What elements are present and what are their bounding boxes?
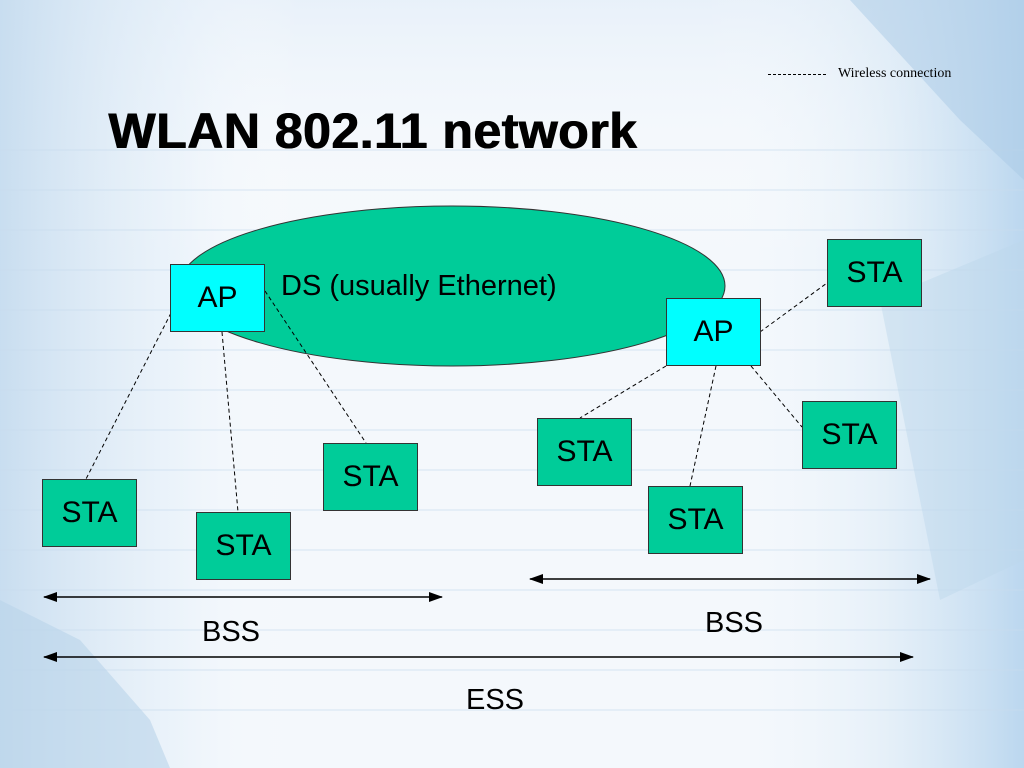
station-7: STA — [648, 486, 743, 554]
sta-label: STA — [342, 460, 399, 493]
sta-label: STA — [667, 503, 724, 536]
wireless-link — [221, 331, 239, 513]
wireless-link — [759, 282, 828, 333]
legend-label: Wireless connection — [838, 66, 952, 81]
sta-label: STA — [821, 418, 878, 451]
ess-label: ESS — [466, 684, 525, 716]
wireless-link — [85, 312, 172, 480]
sta-label: STA — [61, 496, 118, 529]
dashed-line-legend-swatch — [768, 73, 826, 75]
wireless-link — [579, 365, 667, 419]
wireless-link — [689, 365, 717, 487]
access-point-1: AP — [170, 264, 265, 332]
station-2: STA — [196, 512, 291, 580]
wireless-link — [750, 365, 803, 428]
station-5: STA — [537, 418, 632, 486]
station-4: STA — [827, 239, 922, 307]
bss-right-label: BSS — [705, 607, 764, 639]
station-6: STA — [802, 401, 897, 469]
station-3: STA — [323, 443, 418, 511]
ap-label: AP — [693, 315, 734, 348]
access-point-2: AP — [666, 298, 761, 366]
sta-label: STA — [846, 256, 903, 289]
sta-label: STA — [215, 529, 272, 562]
sta-label: STA — [556, 435, 613, 468]
ap-label: AP — [197, 281, 238, 314]
legend: Wireless connection — [768, 66, 951, 82]
ds-label: DS (usually Ethernet) — [281, 270, 557, 302]
station-1: STA — [42, 479, 137, 547]
bss-left-label: BSS — [202, 616, 261, 648]
wireless-link — [264, 290, 367, 444]
page-title: WLAN 802.11 network — [108, 103, 638, 159]
